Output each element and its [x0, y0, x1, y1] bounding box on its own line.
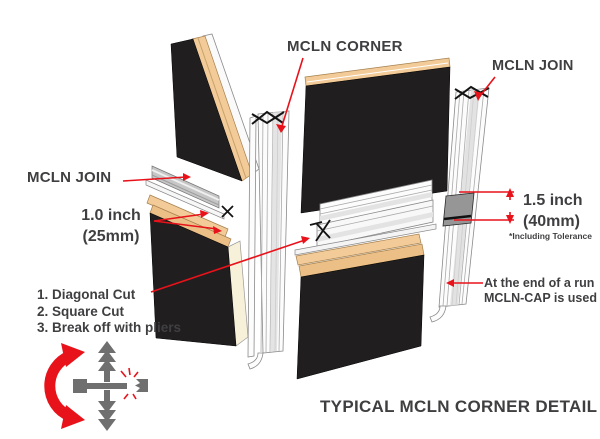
break-spark-icon	[120, 367, 139, 400]
dimension-1-5-inch: 1.5 inch (40mm)	[523, 190, 583, 232]
annotation-lines	[122, 57, 514, 293]
rotate-arrow-icon	[44, 350, 73, 422]
leader-join-right	[479, 76, 496, 97]
note-line: At the end of a run	[484, 276, 595, 290]
step-item: 3. Break off with pliers	[37, 320, 182, 335]
note-line: MCLN-CAP is used	[484, 291, 597, 305]
dimension-value: 1.0 inch	[81, 207, 141, 224]
step-item: 2. Square Cut	[37, 303, 125, 319]
clip-mark	[309, 219, 331, 242]
clip-mark	[251, 110, 285, 125]
leader-dim10-b	[153, 220, 218, 230]
dimension-metric: (40mm)	[523, 213, 580, 230]
join-extrusion-right	[429, 85, 490, 323]
leader-join-left	[122, 176, 187, 182]
cap-usage-note: At the end of a run MCLN-CAP is used	[484, 276, 597, 306]
clip-mark	[221, 205, 234, 218]
tolerance-note: *Including Tolerance	[509, 231, 592, 241]
top-center-panel	[300, 57, 451, 214]
leader-steps	[150, 239, 306, 293]
label-mcln-join-right: MCLN JOIN	[492, 58, 574, 74]
corner-extrusion	[247, 110, 290, 370]
step-item: 1. Diagonal Cut	[37, 287, 136, 302]
dimension-1-0-inch: 1.0 inch (25mm)	[68, 205, 154, 247]
dimension-value: 1.5 inch	[523, 192, 583, 209]
cap-overlap-band	[442, 192, 475, 227]
dimension-metric: (25mm)	[82, 228, 140, 245]
bottom-center-panel	[295, 233, 425, 380]
label-mcln-corner: MCLN CORNER	[287, 38, 403, 55]
leader-dim10-a	[153, 213, 205, 222]
diagram-title: TYPICAL MCLN CORNER DETAIL	[320, 397, 598, 416]
join-extrusion-left	[145, 165, 234, 220]
leader-corner	[281, 57, 304, 127]
break-off-glyph	[44, 341, 148, 431]
join-extrusion-center	[294, 179, 437, 256]
snap-cross-icon	[73, 341, 148, 431]
upper-left-panel	[170, 33, 260, 182]
cut-steps-list: 1. Diagonal Cut 2. Square Cut 3. Break o…	[37, 287, 181, 337]
label-mcln-join-left: MCLN JOIN	[27, 169, 112, 186]
